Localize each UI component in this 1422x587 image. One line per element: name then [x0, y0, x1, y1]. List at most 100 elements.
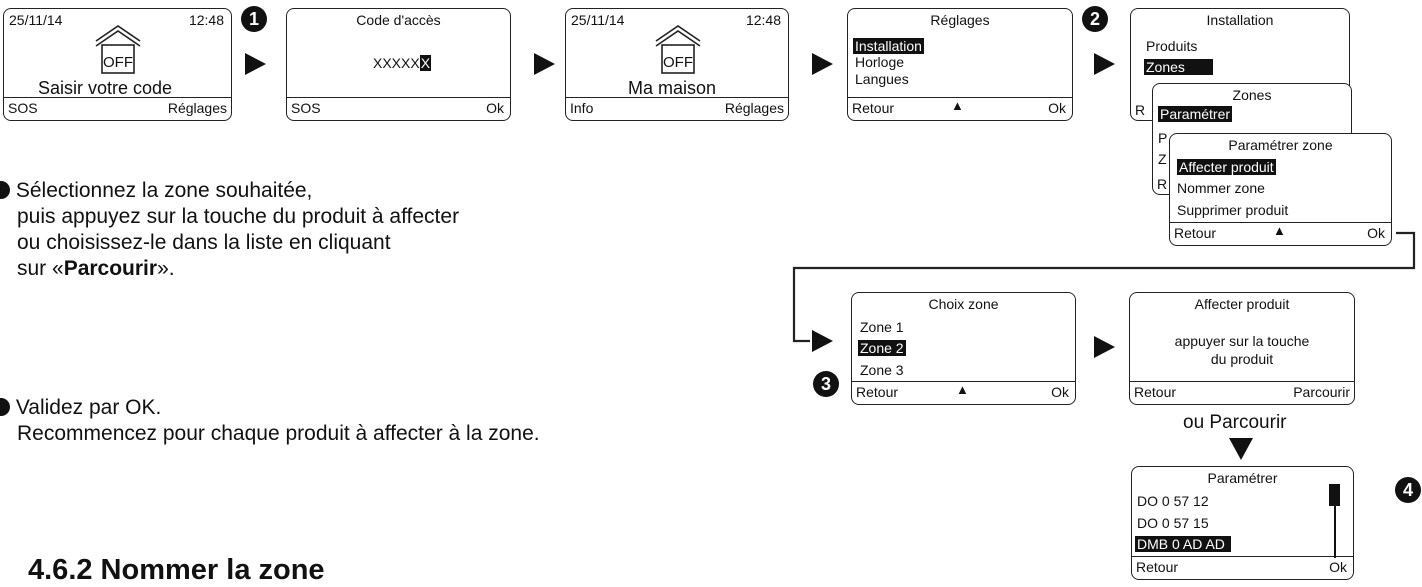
house-icon	[95, 25, 141, 74]
list-item[interactable]: DO 0 57 12	[1137, 493, 1209, 509]
house-icon	[655, 25, 701, 74]
menu-item-partial: Z	[1158, 151, 1167, 167]
softkey-left-partial: R	[1157, 176, 1168, 192]
step-4-badge: 4	[1395, 477, 1421, 503]
screen-zone-settings: Paramétrer zone Affecter produit Nommer …	[1169, 133, 1392, 246]
instruction-line: du produit	[1210, 351, 1274, 367]
softkey-left[interactable]: Retour	[856, 384, 899, 400]
screen-title: Affecter produit	[1194, 296, 1290, 312]
instruction-fragment: sur «	[17, 257, 64, 280]
softkey-bar: Retour ▲ Ok	[852, 381, 1075, 404]
browse-caption: ou Parcourir	[1183, 412, 1287, 433]
scrollbar-thumb[interactable]	[1329, 484, 1340, 506]
menu-item[interactable]: Paramétrer	[1158, 106, 1233, 122]
softkey-bar: SOS Ok	[287, 97, 510, 120]
softkey-right[interactable]: Ok	[1367, 225, 1385, 241]
softkey-left[interactable]: Retour	[1134, 384, 1177, 400]
screen-title: Paramétrer	[1207, 470, 1278, 486]
status-label: OFF	[663, 54, 693, 71]
menu-item[interactable]: Langues	[855, 71, 909, 87]
screen-home-house: 25/11/14 12:48 OFF Ma maison Info Réglag…	[565, 8, 789, 121]
arrow-right-icon	[534, 53, 555, 75]
instruction-fragment: ».	[157, 257, 175, 280]
instruction-text-last: sur «Parcourir».	[0, 256, 459, 282]
code-cursor: X	[419, 55, 432, 71]
up-down-icon[interactable]: ▲	[956, 382, 969, 397]
softkey-left[interactable]: Retour	[852, 100, 895, 116]
menu-item[interactable]: Affecter produit	[1177, 159, 1276, 175]
screen-zone-choice: Choix zone Zone 1 Zone 2 Zone 3 Retour ▲…	[851, 292, 1076, 405]
softkey-right[interactable]: Réglages	[724, 100, 784, 116]
softkey-right[interactable]: Réglages	[167, 100, 227, 116]
menu-item[interactable]: Supprimer produit	[1177, 202, 1289, 218]
softkey-right[interactable]: Ok	[1329, 559, 1347, 575]
instruction-line: appuyer sur la touche	[1174, 333, 1310, 349]
arrow-right-icon	[1094, 336, 1115, 358]
step-3-bullet-icon	[0, 181, 10, 199]
list-item[interactable]: DMB 0 AD AD	[1135, 536, 1231, 552]
screen-home-code: 25/11/14 12:48 OFF Saisir votre code SOS…	[3, 8, 232, 121]
softkey-bar: SOS Réglages	[4, 97, 231, 120]
step-4-bullet-icon	[0, 398, 10, 416]
code-field[interactable]: XXXXXX	[373, 55, 432, 71]
instruction-bold: Parcourir	[63, 257, 158, 280]
time-label: 12:48	[188, 12, 224, 28]
list-item[interactable]: DO 0 57 15	[1137, 515, 1209, 531]
date-label: 25/11/14	[571, 12, 625, 28]
menu-item[interactable]: Produits	[1146, 38, 1198, 54]
menu-item[interactable]: Nommer zone	[1177, 180, 1265, 196]
status-label: OFF	[103, 54, 133, 71]
list-item[interactable]: Zone 2	[858, 340, 906, 356]
screen-title: Installation	[1206, 12, 1274, 28]
menu-item-partial: P	[1158, 130, 1168, 146]
list-item[interactable]: Zone 1	[860, 319, 904, 335]
step-2-badge: 2	[1082, 6, 1108, 32]
instruction-text: puis appuyez sur la touche du produit à …	[17, 205, 460, 228]
arrow-down-icon	[1229, 438, 1253, 460]
screen-title: Zones	[1232, 87, 1272, 103]
softkey-right[interactable]: Ok	[1048, 100, 1066, 116]
menu-item[interactable]: Installation	[853, 38, 924, 54]
screen-title: Choix zone	[928, 296, 999, 312]
code-digits: XXXXX	[373, 55, 420, 71]
arrow-right-icon	[245, 53, 266, 75]
step-3-bullet-line: Sélectionnez la zone souhaitée,	[0, 178, 451, 204]
softkey-left[interactable]: SOS	[8, 100, 38, 116]
scrollbar-track[interactable]	[1334, 484, 1336, 558]
message-label: Saisir votre code	[38, 78, 173, 98]
up-down-icon[interactable]: ▲	[1273, 223, 1286, 238]
softkey-left[interactable]: Info	[570, 100, 594, 116]
up-down-icon[interactable]: ▲	[951, 98, 964, 113]
step-4-bullet-line: Validez par OK.	[0, 395, 532, 421]
screen-settings: Réglages Installation Horloge Langues Re…	[847, 8, 1073, 121]
softkey-left[interactable]: Retour	[1174, 225, 1217, 241]
softkey-bar: Retour ▲ Ok	[1170, 222, 1391, 245]
softkey-bar: Retour Parcourir	[1130, 381, 1354, 404]
instruction-step-3: Sélectionnez la zone souhaitée, puis app…	[0, 178, 459, 282]
softkey-bar: Retour Ok	[1132, 556, 1353, 579]
softkey-left-partial: R	[1135, 102, 1146, 118]
screen-product-list: Paramétrer DO 0 57 12 DO 0 57 15 DMB 0 A…	[1131, 466, 1354, 580]
screen-title: Réglages	[930, 12, 990, 28]
instruction-text: Recommencez pour chaque produit à affect…	[17, 422, 540, 445]
screen-assign-product: Affecter produit appuyer sur la touche d…	[1129, 292, 1355, 405]
instruction-text: Validez par OK.	[15, 396, 162, 419]
menu-item[interactable]: Zones	[1144, 59, 1213, 75]
step-1-badge: 1	[241, 6, 267, 32]
softkey-left[interactable]: SOS	[291, 100, 321, 116]
list-item[interactable]: Zone 3	[860, 362, 904, 378]
section-heading: 4.6.2 Nommer la zone	[28, 554, 325, 586]
softkey-left[interactable]: Retour	[1136, 559, 1179, 575]
instruction-step-4: Validez par OK. Recommencez pour chaque …	[0, 395, 540, 447]
softkey-right[interactable]: Parcourir	[1293, 384, 1350, 400]
instruction-text: Sélectionnez la zone souhaitée,	[15, 179, 313, 202]
instruction-text: ou choisissez-le dans la liste en cliqua…	[17, 231, 391, 254]
softkey-right[interactable]: Ok	[1051, 384, 1069, 400]
arrow-right-icon	[1094, 53, 1115, 75]
time-label: 12:48	[745, 12, 781, 28]
message-label: Ma maison	[628, 78, 717, 98]
screen-title: Code d'accès	[356, 12, 441, 28]
screen-access-code: Code d'accès XXXXXX SOS Ok	[286, 8, 511, 121]
menu-item[interactable]: Horloge	[855, 54, 905, 70]
softkey-right[interactable]: Ok	[486, 100, 504, 116]
